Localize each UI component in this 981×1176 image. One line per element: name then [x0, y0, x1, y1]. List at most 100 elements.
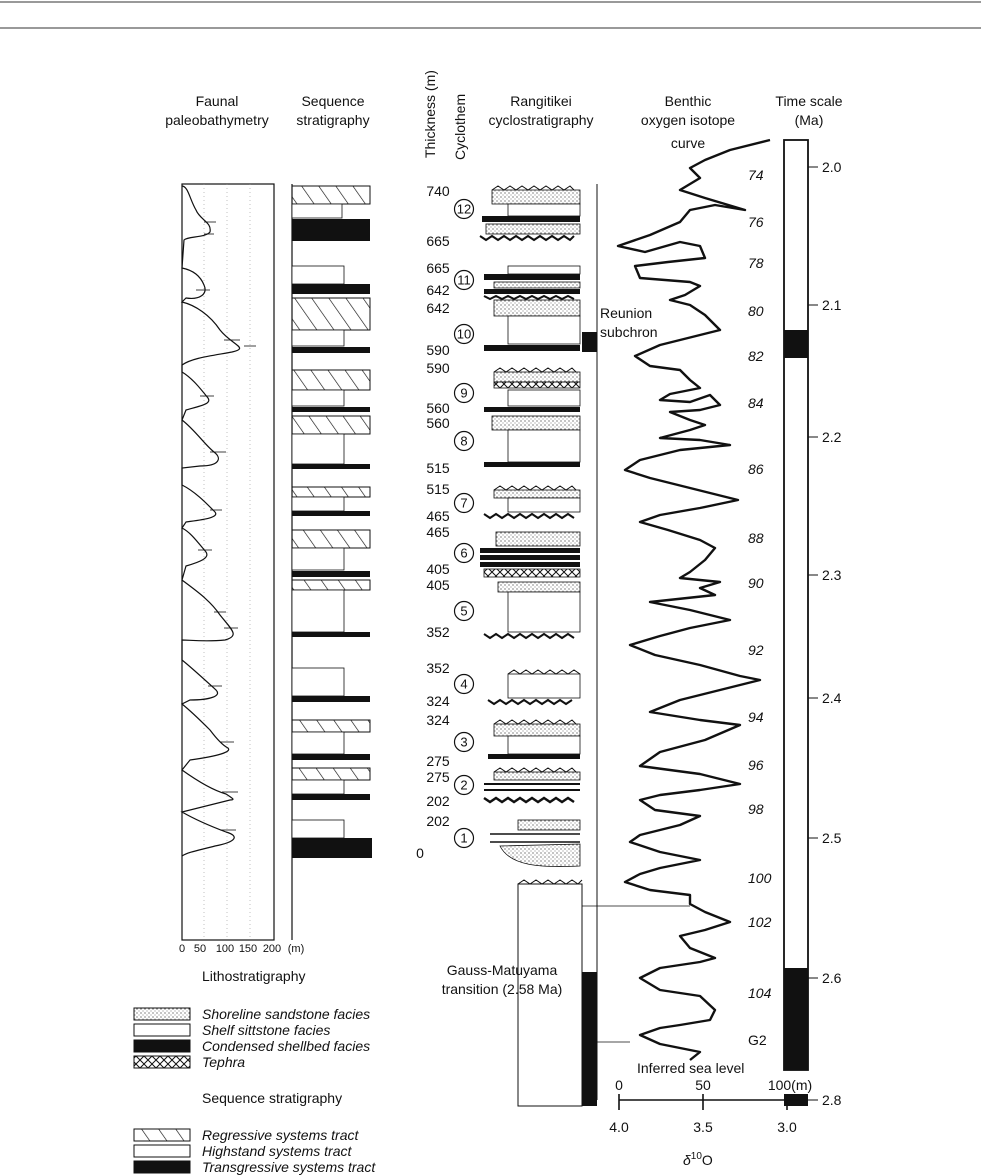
svg-text:7: 7 [460, 496, 467, 511]
faunal-depth-curve [180, 185, 241, 857]
svg-text:3: 3 [460, 735, 467, 750]
cyclothem-12: 12 [453, 198, 475, 220]
legend-swatch-regressive [133, 1128, 191, 1142]
cyclothem-7: 7 [453, 492, 475, 514]
cyclothem-6: 6 [453, 542, 475, 564]
stage-label: 98 [748, 801, 764, 817]
cyclothem-8: 8 [453, 430, 475, 452]
thickness-label: 665 [426, 233, 450, 249]
svg-text:10: 10 [457, 327, 471, 342]
thickness-label: 590 [426, 360, 450, 376]
legend-swatch-shoreline-sandstone [133, 1007, 191, 1021]
sequence-column [291, 184, 372, 940]
legend-item-highstand: Highstand systems tract [202, 1143, 352, 1159]
isotope-stage-labels: 74 76 78 80 82 84 86 88 90 92 94 96 98 1… [748, 167, 772, 1048]
rangitikei-column [479, 184, 690, 1107]
stage-label: 76 [748, 214, 764, 230]
inferred-sea-level-label: Inferred sea level [637, 1060, 744, 1076]
thickness-label: 642 [426, 282, 450, 298]
stage-label: 96 [748, 757, 764, 773]
svg-text:11: 11 [457, 273, 471, 288]
cyclothem-header: Cyclothem [452, 94, 468, 160]
svg-text:8: 8 [460, 434, 467, 449]
faunal-tick-150: 150 [239, 943, 257, 955]
benthic-header-line3: curve [671, 135, 705, 151]
legend-item-transgressive: Transgressive systems tract [202, 1159, 376, 1175]
reunion-label-line1: Reunion [600, 305, 652, 321]
cyclothem-1: 1 [453, 827, 475, 849]
delta-o-axis-label: δ10O [683, 1151, 713, 1168]
stage-label: 92 [748, 642, 764, 658]
thickness-label: 405 [426, 577, 450, 593]
benthic-header-line1: Benthic [665, 93, 712, 109]
legend-swatch-condensed-shellbed [133, 1039, 191, 1053]
legend-swatch-shelf-siltstone [133, 1023, 191, 1037]
gauss-label-line2: transition (2.58 Ma) [442, 981, 563, 997]
faunal-header-line2: paleobathymetry [165, 112, 269, 128]
delta-tick: 3.5 [693, 1119, 713, 1135]
gauss-label-line1: Gauss-Matuyama [447, 962, 558, 978]
reunion-label-line2: subchron [600, 324, 658, 340]
thickness-label: 740 [426, 183, 450, 199]
svg-text:9: 9 [460, 386, 467, 401]
thickness-label: 324 [426, 693, 450, 709]
thickness-label: 560 [426, 415, 450, 431]
thickness-label: 352 [426, 624, 450, 640]
timescale-header-line2: (Ma) [795, 112, 824, 128]
faunal-tick-unit: (m) [288, 943, 305, 955]
legend-swatch-tephra [133, 1055, 191, 1069]
svg-text:6: 6 [460, 546, 467, 561]
legend-item-shelf-siltstone: Shelf sittstone facies [202, 1022, 330, 1038]
stage-label: 86 [748, 461, 764, 477]
cyclothem-markers: 12 11 10 9 8 7 6 5 4 3 2 1 [453, 198, 475, 849]
legend-litho [133, 1007, 191, 1069]
faunal-header-line1: Faunal [196, 93, 239, 109]
svg-text:5: 5 [460, 604, 467, 619]
thickness-label: 515 [426, 481, 450, 497]
cyclothem-2: 2 [453, 774, 475, 796]
thickness-header: Thickness (m) [422, 70, 438, 158]
time-scale-ticks: 2.0 2.1 2.2 2.3 2.4 2.5 2.6 2.8 [822, 159, 842, 1108]
benthic-header-line2: oxygen isotope [641, 112, 735, 128]
stage-label: 94 [748, 709, 764, 725]
thickness-label: 0 [416, 845, 424, 861]
svg-text:2: 2 [460, 778, 467, 793]
thickness-label: 465 [426, 508, 450, 524]
thickness-label: 202 [426, 813, 450, 829]
reunion-subchron-bar [582, 332, 597, 352]
cyclothem-3: 3 [453, 731, 475, 753]
thickness-label: 642 [426, 300, 450, 316]
cyclothem-5: 5 [453, 600, 475, 622]
sea-level-tick: 0 [615, 1077, 623, 1093]
legend-item-regressive: Regressive systems tract [202, 1127, 359, 1143]
thickness-label: 275 [426, 753, 450, 769]
cyclothem-4: 4 [453, 673, 475, 695]
sea-level-tick: 100(m) [768, 1077, 812, 1093]
thickness-label: 560 [426, 400, 450, 416]
thickness-label: 590 [426, 342, 450, 358]
time-tick: 2.8 [822, 1092, 842, 1108]
thickness-labels: 740 665 665 642 642 590 590 560 560 515 … [416, 183, 450, 861]
thickness-label: 405 [426, 561, 450, 577]
faunal-tick-50: 50 [194, 943, 206, 955]
time-tick: 2.4 [822, 690, 842, 706]
stage-label: 102 [748, 914, 772, 930]
thickness-label: 275 [426, 769, 450, 785]
thickness-label: 515 [426, 460, 450, 476]
stage-label: 104 [748, 985, 772, 1001]
faunal-panel [180, 183, 275, 941]
thickness-label: 665 [426, 260, 450, 276]
time-tick: 2.0 [822, 159, 842, 175]
legend-seq [133, 1128, 191, 1174]
stage-label: 84 [748, 395, 764, 411]
faunal-tick-0: 0 [179, 943, 185, 955]
stage-label: G2 [748, 1032, 767, 1048]
thickness-label: 352 [426, 660, 450, 676]
faunal-tick-100: 100 [216, 943, 234, 955]
svg-text:4: 4 [460, 677, 467, 692]
stage-label: 74 [748, 167, 764, 183]
time-tick: 2.1 [822, 297, 842, 313]
legend-seq-title: Sequence stratigraphy [202, 1090, 342, 1106]
legend-litho-title: Lithostratigraphy [202, 968, 306, 984]
thickness-label: 324 [426, 712, 450, 728]
